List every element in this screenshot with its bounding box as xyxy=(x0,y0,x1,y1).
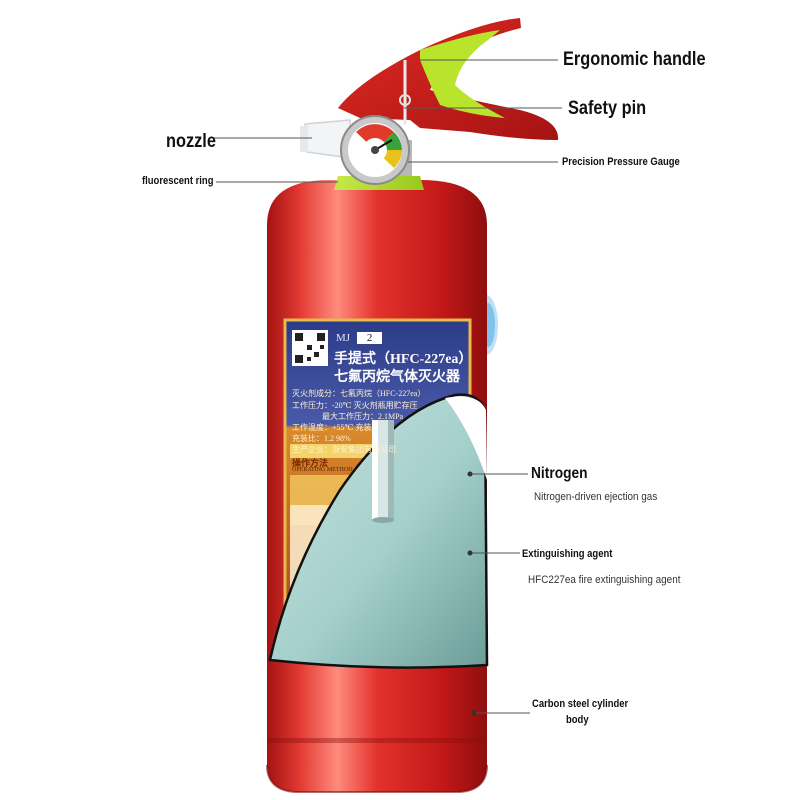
plate-title-2: 七氟丙烷气体灭火器 xyxy=(334,370,460,385)
leader-dots xyxy=(467,471,477,716)
plate-spec-4: 工作温度：+55℃ 充装 xyxy=(292,423,372,432)
label-cylinder-line1: Carbon steel cylinder xyxy=(532,698,629,710)
label-cylinder-line2: body xyxy=(566,714,589,726)
siphon-tube xyxy=(372,420,394,523)
cutaway-interior xyxy=(268,393,489,669)
label-agent-desc: HFC227ea fire extinguishing agent xyxy=(528,574,681,586)
plate-model-prefix: MJ xyxy=(336,332,351,344)
leader-lines xyxy=(212,59,562,714)
plate-method-en: OPERATING METHOD xyxy=(292,467,353,473)
label-nitrogen: Nitrogen xyxy=(531,465,588,482)
plate-spec-2: 工作压力：-20℃ 灭火剂瓶用贮存压 xyxy=(292,401,418,410)
label-safety-pin: Safety pin xyxy=(568,98,647,119)
label-pressure-gauge: Precision Pressure Gauge xyxy=(562,156,680,168)
plate-title-1: 手提式（HFC-227ea） xyxy=(334,352,473,367)
label-fluorescent-ring: fluorescent ring xyxy=(142,175,214,187)
plate-spec-3: 最大工作压力：2.1MPa xyxy=(322,412,404,421)
plate-spec-1: 灭火剂成分：七氟丙烷（HFC-227ea） xyxy=(292,389,426,398)
plate-model-number: 2 xyxy=(356,332,383,344)
plate-spec-6: 生产企业：浙安集团有限公司 xyxy=(292,445,396,454)
pressure-gauge xyxy=(340,115,410,185)
label-nozzle: nozzle xyxy=(166,131,216,152)
label-nitrogen-desc: Nitrogen-driven ejection gas xyxy=(534,491,658,503)
label-ergonomic-handle: Ergonomic handle xyxy=(563,49,706,70)
label-extinguishing-agent: Extinguishing agent xyxy=(522,548,613,560)
plate-model: MJ 2 xyxy=(336,332,383,344)
plate-method-label: 操作方法 xyxy=(292,458,329,468)
plate-spec-5: 充装比：1.2 98% xyxy=(292,434,351,443)
handle-lever xyxy=(338,18,559,140)
